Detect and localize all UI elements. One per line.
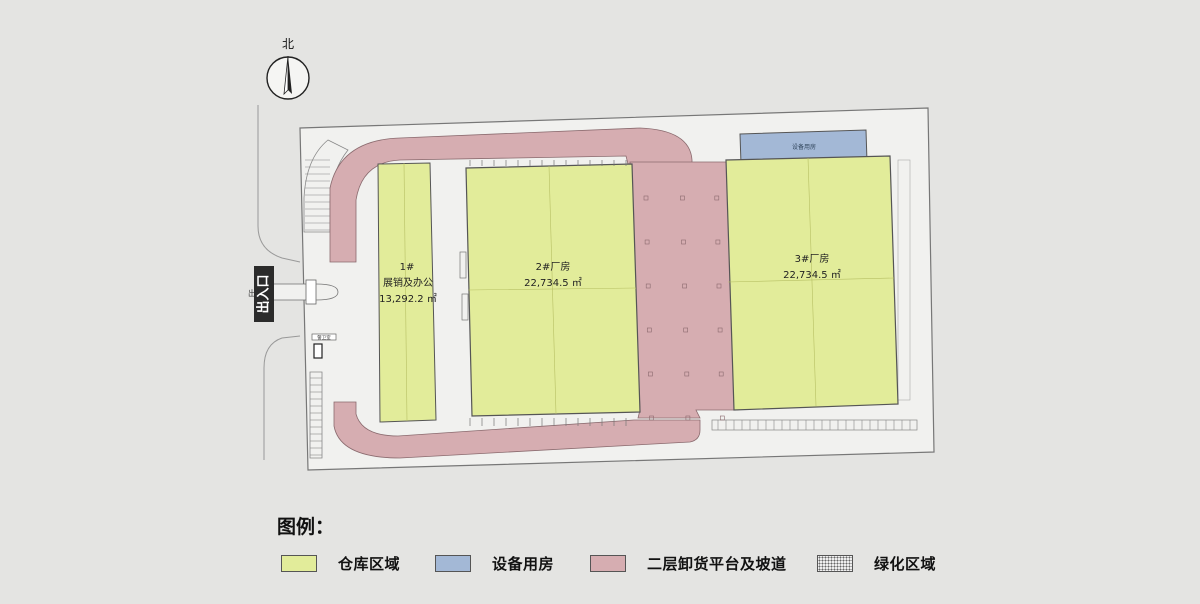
legend-label-equipment: 设备用房 (492, 555, 555, 573)
guard-house: 警卫室 (311, 333, 337, 359)
equipment-room-label: 设备用房 (792, 143, 816, 151)
east-parking (897, 159, 911, 401)
building-1: 1# 展销及办公 13,292.2 ㎡ (377, 162, 437, 423)
entrance-gate: 出 (248, 279, 339, 305)
legend-label-platform: 二层卸货平台及坡道 (647, 555, 787, 573)
platform-column (643, 195, 649, 201)
building-3-area: 22,734.5 ㎡ (783, 269, 841, 281)
legend-title: 图例： (277, 516, 335, 538)
building-3: 3#厂房 22,734.5 ㎡ (725, 155, 899, 411)
legend-label-greenery: 绿化区域 (874, 555, 937, 573)
platform-column (649, 415, 654, 421)
platform-column (644, 239, 650, 245)
legend-label-warehouse: 仓库区域 (338, 555, 401, 573)
building-2-name: 2#厂房 (536, 260, 571, 273)
building-3-name: 3#厂房 (795, 252, 830, 265)
building-1-name: 展销及办公 (383, 276, 433, 289)
west-parking-stalls-south (310, 377, 322, 456)
platform-column (718, 371, 724, 377)
platform-column (715, 239, 721, 245)
legend-item-warehouse: 仓库区域 (281, 553, 400, 574)
legend-swatch-greenery (817, 555, 853, 572)
building-1-area: 13,292.2 ㎡ (379, 293, 437, 305)
loading-docks (459, 160, 627, 426)
dock-door (461, 293, 469, 321)
south-parking (711, 419, 918, 431)
north-compass-icon: 北 (266, 37, 310, 100)
platform-column (714, 195, 720, 201)
gate-label: 出 (248, 288, 256, 298)
platform-column (682, 283, 687, 289)
guard-house-label: 警卫室 (317, 334, 331, 341)
platform-column (684, 371, 690, 377)
platform-column (648, 371, 653, 377)
legend-swatch-equipment (435, 555, 471, 572)
legend-swatch-platform (590, 555, 626, 572)
platform-column (681, 239, 686, 245)
legend-item-greenery: 绿化区域 (817, 553, 936, 574)
legend-swatch-warehouse (281, 555, 317, 572)
platform-column (680, 195, 685, 201)
building-1-number: 1# (400, 262, 415, 273)
platform-column (683, 327, 689, 333)
platform-column (716, 283, 722, 289)
entrance-sign-label: 出入口 (256, 274, 272, 313)
dock-door (459, 251, 467, 279)
platform-ramps (329, 127, 739, 459)
building-2-area: 22,734.5 ㎡ (524, 277, 582, 289)
platform-column (717, 327, 723, 333)
legend-item-equipment: 设备用房 (435, 553, 554, 574)
entrance-sign: 出入口 (254, 266, 274, 322)
platform-column (719, 415, 725, 421)
building-2: 2#厂房 22,734.5 ㎡ (465, 163, 641, 417)
road-lines (257, 105, 301, 460)
legend-item-platform: 二层卸货平台及坡道 (590, 553, 787, 574)
platform-column (645, 283, 651, 289)
north-label: 北 (282, 37, 294, 51)
platform-column (685, 415, 691, 421)
platform-columns (643, 195, 725, 421)
platform-column (646, 327, 652, 333)
west-parking (303, 139, 349, 459)
west-parking-stalls (305, 159, 330, 231)
south-parking-stalls (717, 420, 911, 430)
